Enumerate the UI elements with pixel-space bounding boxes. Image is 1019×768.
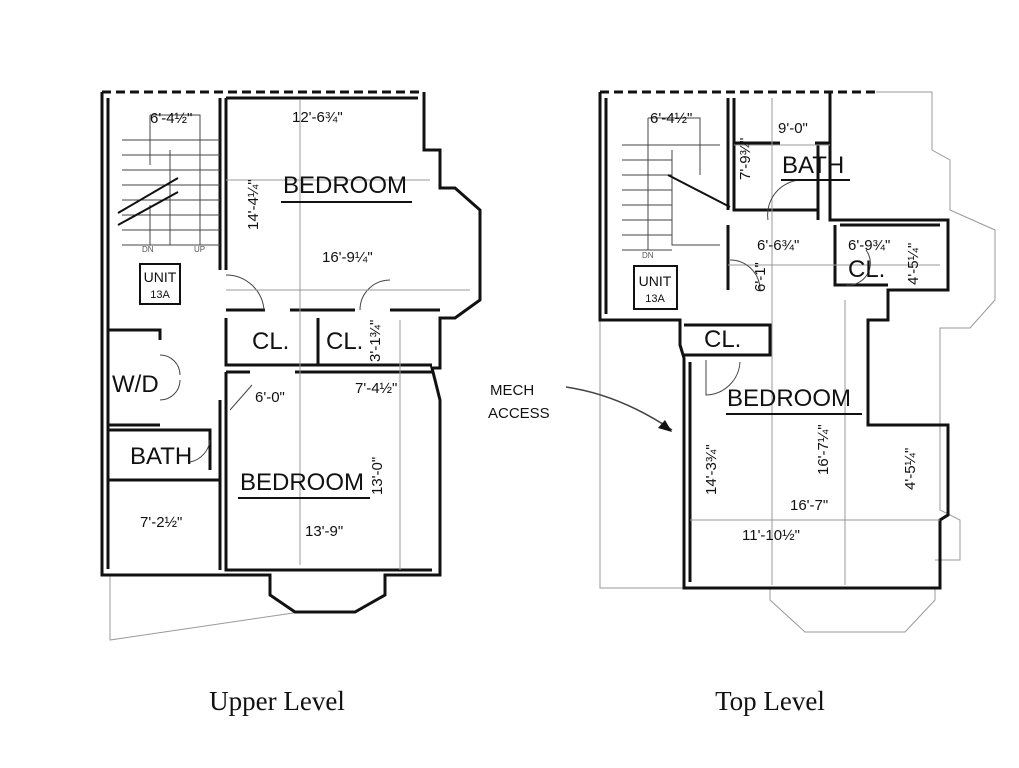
top-level-plan: DN UNIT 13A BATH CL. CL. BEDROOM MECH AC…	[488, 90, 996, 716]
dimension: 13'-0"	[369, 457, 386, 495]
dimension: 13'-9"	[305, 523, 343, 540]
dimension: 6'-4½"	[650, 110, 692, 127]
bath-label: BATH	[782, 152, 844, 179]
dimension: 7'-4½"	[355, 380, 397, 397]
dimension: 12'-6¾"	[292, 109, 343, 126]
unit-label: UNIT	[639, 273, 672, 289]
dimension: 14'-4¼"	[245, 179, 262, 230]
dimension: 4'-5¼"	[902, 448, 919, 490]
stair-down-label: DN	[642, 251, 654, 260]
stair-down-label: DN	[142, 245, 154, 254]
laundry-label: W/D	[112, 371, 159, 398]
unit-number: 13A	[645, 293, 665, 305]
closet-2-label: CL.	[848, 256, 885, 283]
dimension: 6'-1"	[752, 262, 769, 292]
dimension: 4'-5¼"	[905, 243, 922, 285]
stair-up-label: UP	[194, 245, 205, 254]
mech-access-label: MECH	[490, 382, 534, 399]
dimension: 9'-0"	[778, 120, 808, 137]
upper-level-plan: DN UP UNIT 13A BEDROOM BEDROOM CL. CL. W…	[100, 90, 482, 716]
dimension: 3'-1¾"	[367, 320, 384, 362]
dimension: 6'-0"	[255, 389, 285, 406]
dimension: 16'-7"	[790, 497, 828, 514]
upper-level-caption: Upper Level	[209, 686, 345, 716]
dimension: 16'-9¼"	[322, 249, 373, 266]
bedroom-1-label: BEDROOM	[283, 172, 407, 199]
bath-label: BATH	[130, 443, 192, 470]
top-level-caption: Top Level	[715, 686, 825, 716]
closet-2-label: CL.	[326, 328, 363, 355]
dimension: 16'-7¼"	[815, 424, 832, 475]
closet-1-label: CL.	[252, 328, 289, 355]
mech-access-label: ACCESS	[488, 405, 550, 422]
unit-label: UNIT	[144, 269, 177, 285]
bedroom-2-label: BEDROOM	[240, 469, 364, 496]
dimension: 7'-9¾"	[737, 138, 754, 180]
stair: DN UP	[117, 114, 220, 254]
dimension: 14'-3¾"	[703, 444, 720, 495]
stair: DN	[622, 117, 731, 260]
dimension: 6'-4½"	[150, 110, 192, 127]
dimension: 6'-9¾"	[848, 237, 890, 254]
bedroom-label: BEDROOM	[727, 385, 851, 412]
closet-1-label: CL.	[704, 326, 741, 353]
dimension: 11'-10½"	[742, 527, 800, 544]
dimension: 7'-2½"	[140, 514, 182, 531]
dimension: 6'-6¾"	[757, 237, 799, 254]
unit-number: 13A	[150, 289, 170, 301]
